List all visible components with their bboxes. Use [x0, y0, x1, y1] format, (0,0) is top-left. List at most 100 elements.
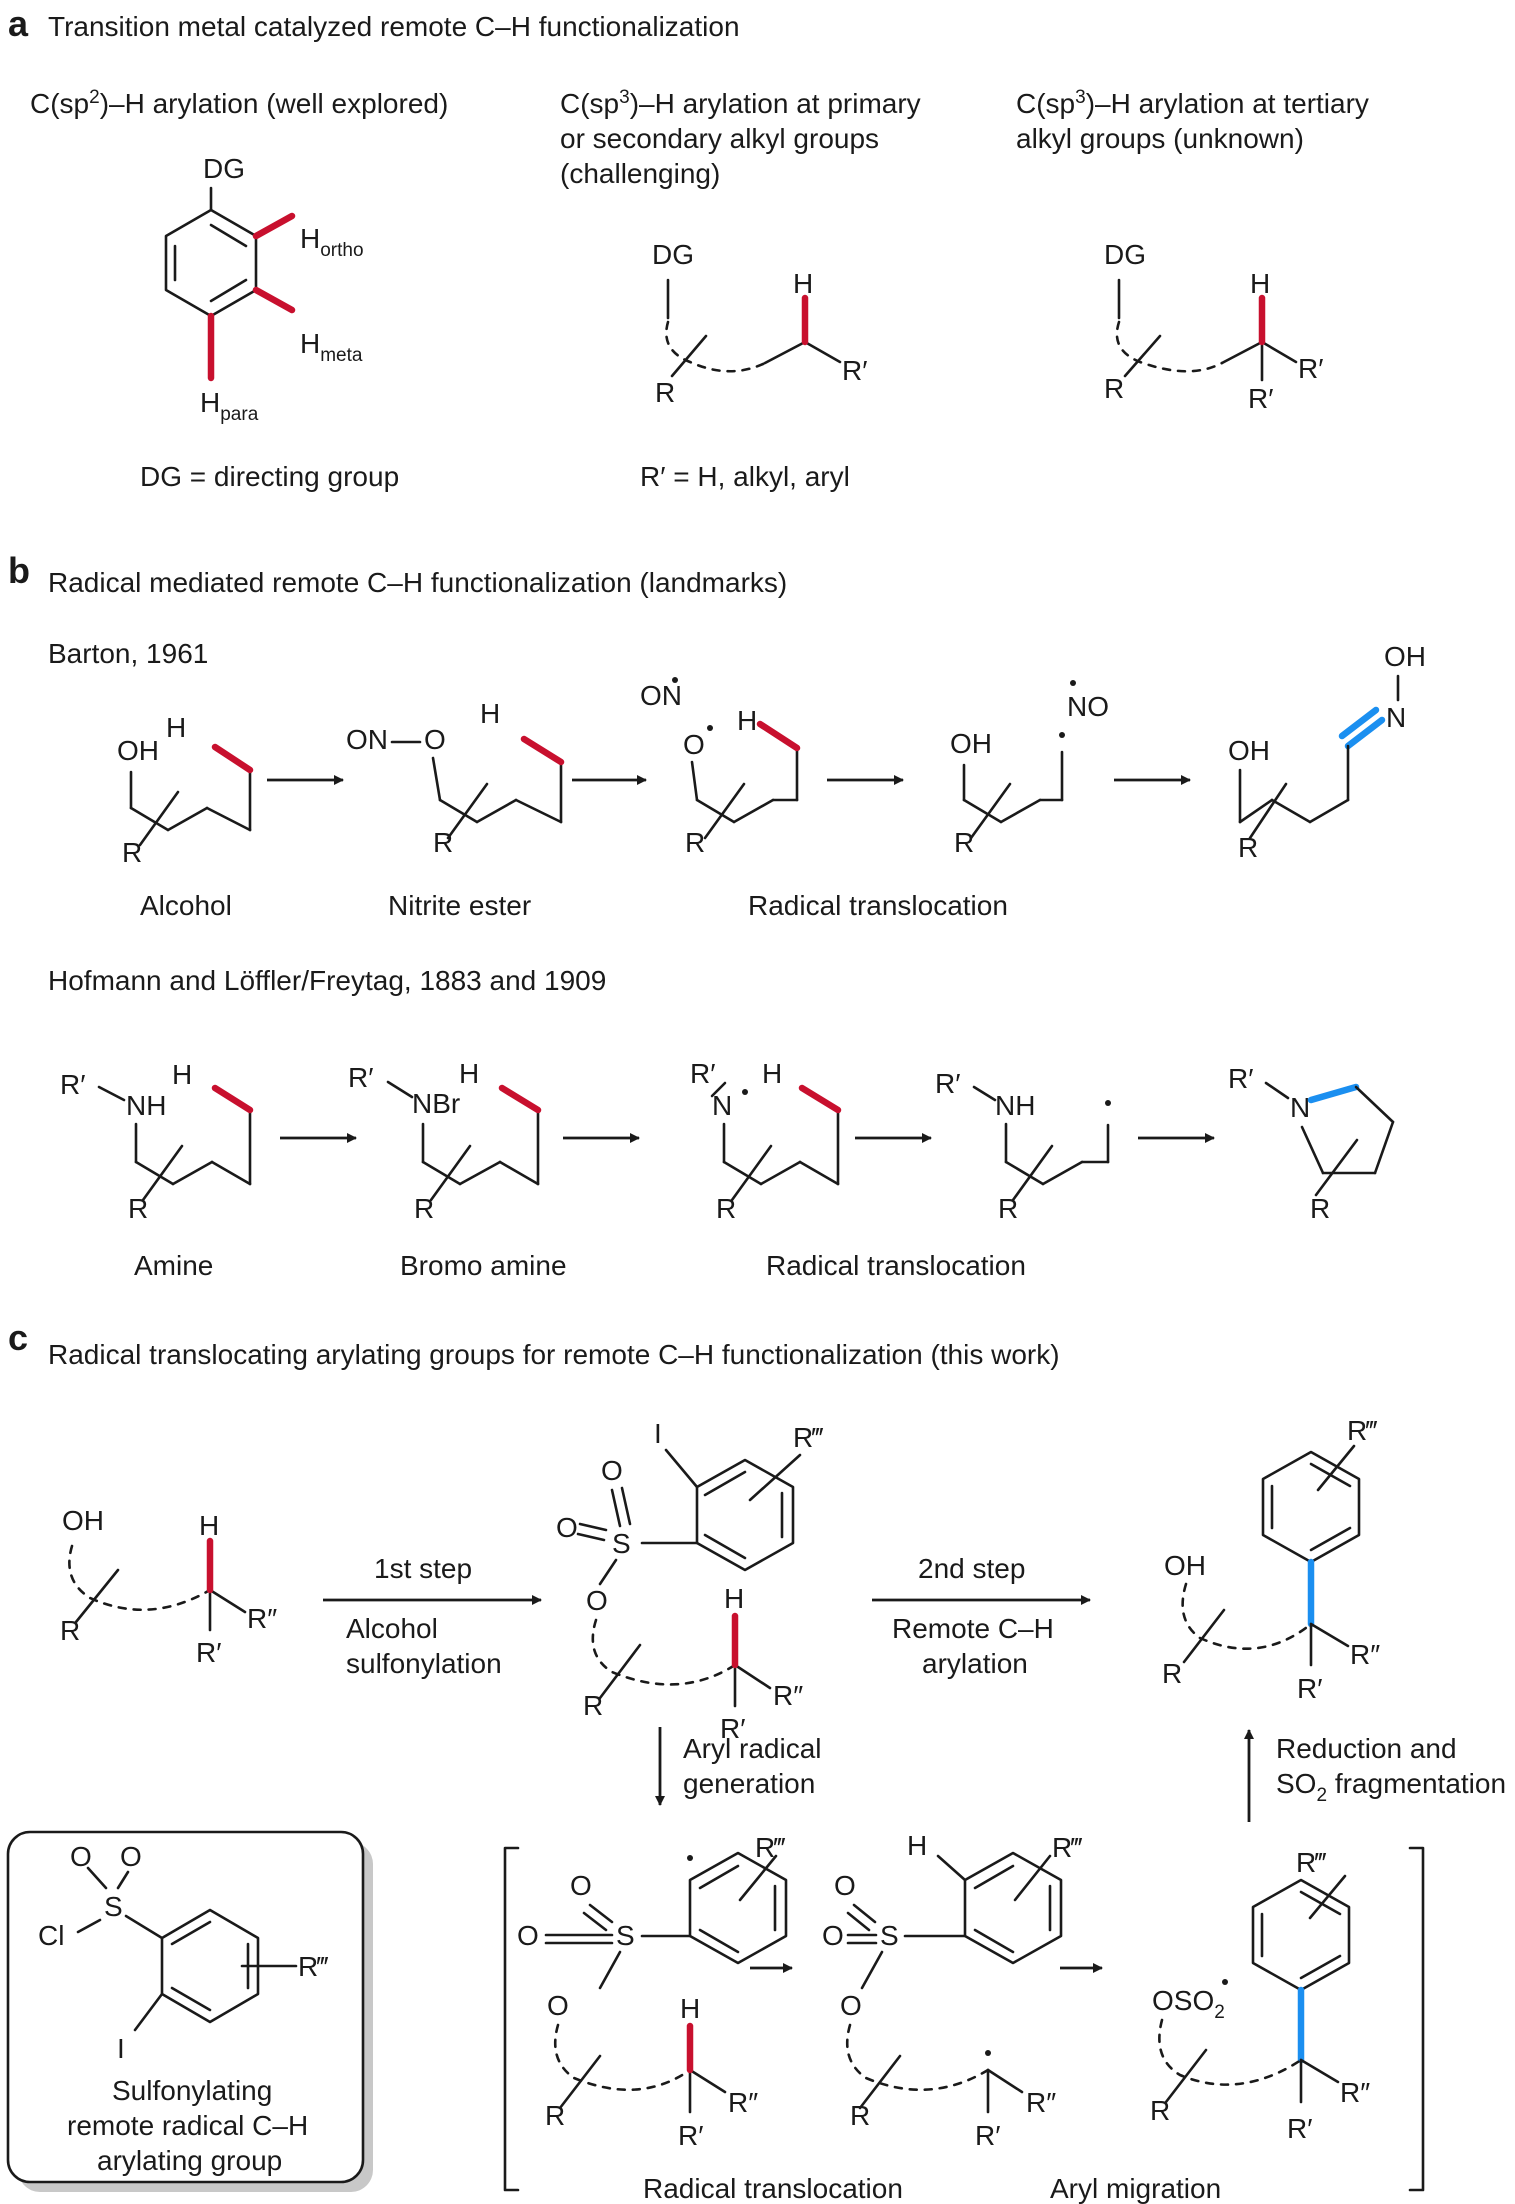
svg-text:R′: R′ [60, 1069, 85, 1100]
left-bracket [503, 1846, 520, 2192]
right-bracket [1408, 1846, 1425, 2192]
r-prime-label: R′ [1248, 383, 1273, 414]
svg-text:R′: R′ [678, 2120, 703, 2151]
svg-text:NH: NH [995, 1090, 1035, 1121]
svg-text:OH: OH [1228, 735, 1270, 766]
dg-caption: DG = directing group [140, 461, 399, 492]
box-caption-1: Sulfonylating [112, 2075, 272, 2106]
svg-text:N: N [1386, 702, 1406, 733]
svg-text:OH: OH [950, 728, 992, 759]
svg-text:R: R [1310, 1193, 1330, 1224]
svg-text:O: O [822, 1920, 844, 1951]
svg-text:O: O [840, 1990, 862, 2021]
nitrite-ester-structure: ON O H R [346, 698, 565, 858]
svg-text:R: R [1150, 2095, 1170, 2126]
svg-text:H: H [172, 1059, 192, 1090]
label-aryl-migration: Aryl migration [1050, 2173, 1221, 2204]
bromo-amine-structure: R′ NBr H R [348, 1058, 542, 1224]
aminyl-radical-structure: R′ N H R [690, 1058, 842, 1224]
h-para-label: Hpara [200, 387, 259, 425]
col3-title-line2: alkyl groups (unknown) [1016, 123, 1304, 154]
svg-text:H: H [724, 1583, 744, 1614]
svg-text:O: O [120, 1841, 142, 1872]
step2-desc-2: arylation [922, 1648, 1028, 1679]
label-radical-translocation-c: Radical translocation [643, 2173, 903, 2204]
alcohol-structure: OH H R [117, 712, 254, 868]
substrate-alcohol-structure: OH H R R″ R′ [60, 1505, 277, 1668]
svg-text:H: H [737, 705, 757, 736]
sp3-tertiary-column: C(sp3)–H arylation at tertiary alkyl gro… [1016, 87, 1369, 414]
amine-structure: R′ NH H R [60, 1059, 254, 1224]
svg-text:R: R [716, 1193, 736, 1224]
label-alcohol: Alcohol [140, 890, 232, 921]
aryl-radical-structure: R‴ O S O O H R R″ R′ [517, 1832, 788, 2151]
dg-label: DG [203, 153, 245, 184]
sp3-primary-column: C(sp3)–H arylation at primary or seconda… [560, 87, 921, 492]
svg-text:R: R [414, 1193, 434, 1224]
svg-text:R‴: R‴ [793, 1422, 823, 1453]
col2-title-line3: (challenging) [560, 158, 720, 189]
svg-text:R‴: R‴ [298, 1951, 328, 1982]
step1-label: 1st step [374, 1553, 472, 1584]
r-prime-label: R′ [842, 355, 867, 386]
svg-text:ON: ON [640, 680, 682, 711]
step1-desc: Alcohol [346, 1613, 438, 1644]
translocated-radical-structure: H R‴ O S O O R R″ R′ [822, 1830, 1082, 2151]
oxime-product-structure: OH N OH R [1228, 641, 1426, 863]
label-amine: Amine [134, 1250, 213, 1281]
svg-text:R‴: R‴ [1347, 1415, 1377, 1446]
svg-text:NH: NH [126, 1090, 166, 1121]
h-ortho-label: Hortho [300, 223, 364, 261]
svg-text:O: O [424, 724, 446, 755]
down-arrow-label: Aryl radical [683, 1733, 821, 1764]
svg-text:R: R [583, 1690, 603, 1721]
svg-text:O: O [517, 1920, 539, 1951]
aryl-migration-structure: R‴ OSO2 R R″ R′ [1150, 1847, 1370, 2144]
svg-text:H: H [199, 1510, 219, 1541]
up-arrow-label-2: SO2 fragmentation [1276, 1768, 1506, 1806]
svg-text:O: O [570, 1870, 592, 1901]
meta-ch-bond [252, 286, 296, 314]
step2-desc: Remote C–H [892, 1613, 1054, 1644]
svg-text:R: R [954, 827, 974, 858]
svg-text:O: O [586, 1585, 608, 1616]
svg-text:N: N [712, 1090, 732, 1121]
svg-text:R′: R′ [1228, 1063, 1253, 1094]
r-label: R [655, 377, 675, 408]
label-radical-translocation: Radical translocation [748, 890, 1008, 921]
r-prime-caption: R′ = H, alkyl, aryl [640, 461, 850, 492]
col2-title: C(sp3)–H arylation at primary [560, 87, 921, 119]
svg-text:R: R [998, 1193, 1018, 1224]
box-caption-3: arylating group [97, 2145, 282, 2176]
svg-text:NBr: NBr [412, 1088, 460, 1119]
svg-text:R‴: R‴ [1052, 1832, 1082, 1863]
svg-text:R: R [850, 2100, 870, 2131]
svg-text:OH: OH [117, 735, 159, 766]
svg-text:R″: R″ [773, 1680, 803, 1711]
svg-text:R′: R′ [1297, 1673, 1322, 1704]
label-radical-translocation-2: Radical translocation [766, 1250, 1026, 1281]
ortho-ch-bond [252, 212, 296, 240]
r-prime-label: R′ [1298, 353, 1323, 384]
svg-text:R″: R″ [1340, 2077, 1370, 2108]
barton-heading: Barton, 1961 [48, 638, 208, 669]
down-arrow-label-2: generation [683, 1768, 815, 1799]
svg-text:H: H [166, 712, 186, 743]
svg-text:S: S [616, 1920, 635, 1951]
svg-text:H: H [459, 1058, 479, 1089]
svg-text:R‴: R‴ [755, 1832, 785, 1863]
svg-text:N: N [1290, 1092, 1310, 1123]
section-c: c Radical translocating arylating groups… [6, 1317, 1506, 2204]
svg-text:I: I [654, 1418, 662, 1449]
svg-text:OH: OH [1164, 1550, 1206, 1581]
svg-text:R″: R″ [247, 1603, 277, 1634]
svg-text:R: R [1162, 1658, 1182, 1689]
svg-text:R′: R′ [196, 1637, 221, 1668]
col1-title: C(sp2)–H arylation (well explored) [30, 87, 448, 119]
label-bromo-amine: Bromo amine [400, 1250, 567, 1281]
svg-text:R′: R′ [690, 1058, 715, 1089]
svg-text:H: H [680, 1993, 700, 2024]
svg-text:S: S [612, 1528, 631, 1559]
svg-text:R″: R″ [1350, 1639, 1380, 1670]
